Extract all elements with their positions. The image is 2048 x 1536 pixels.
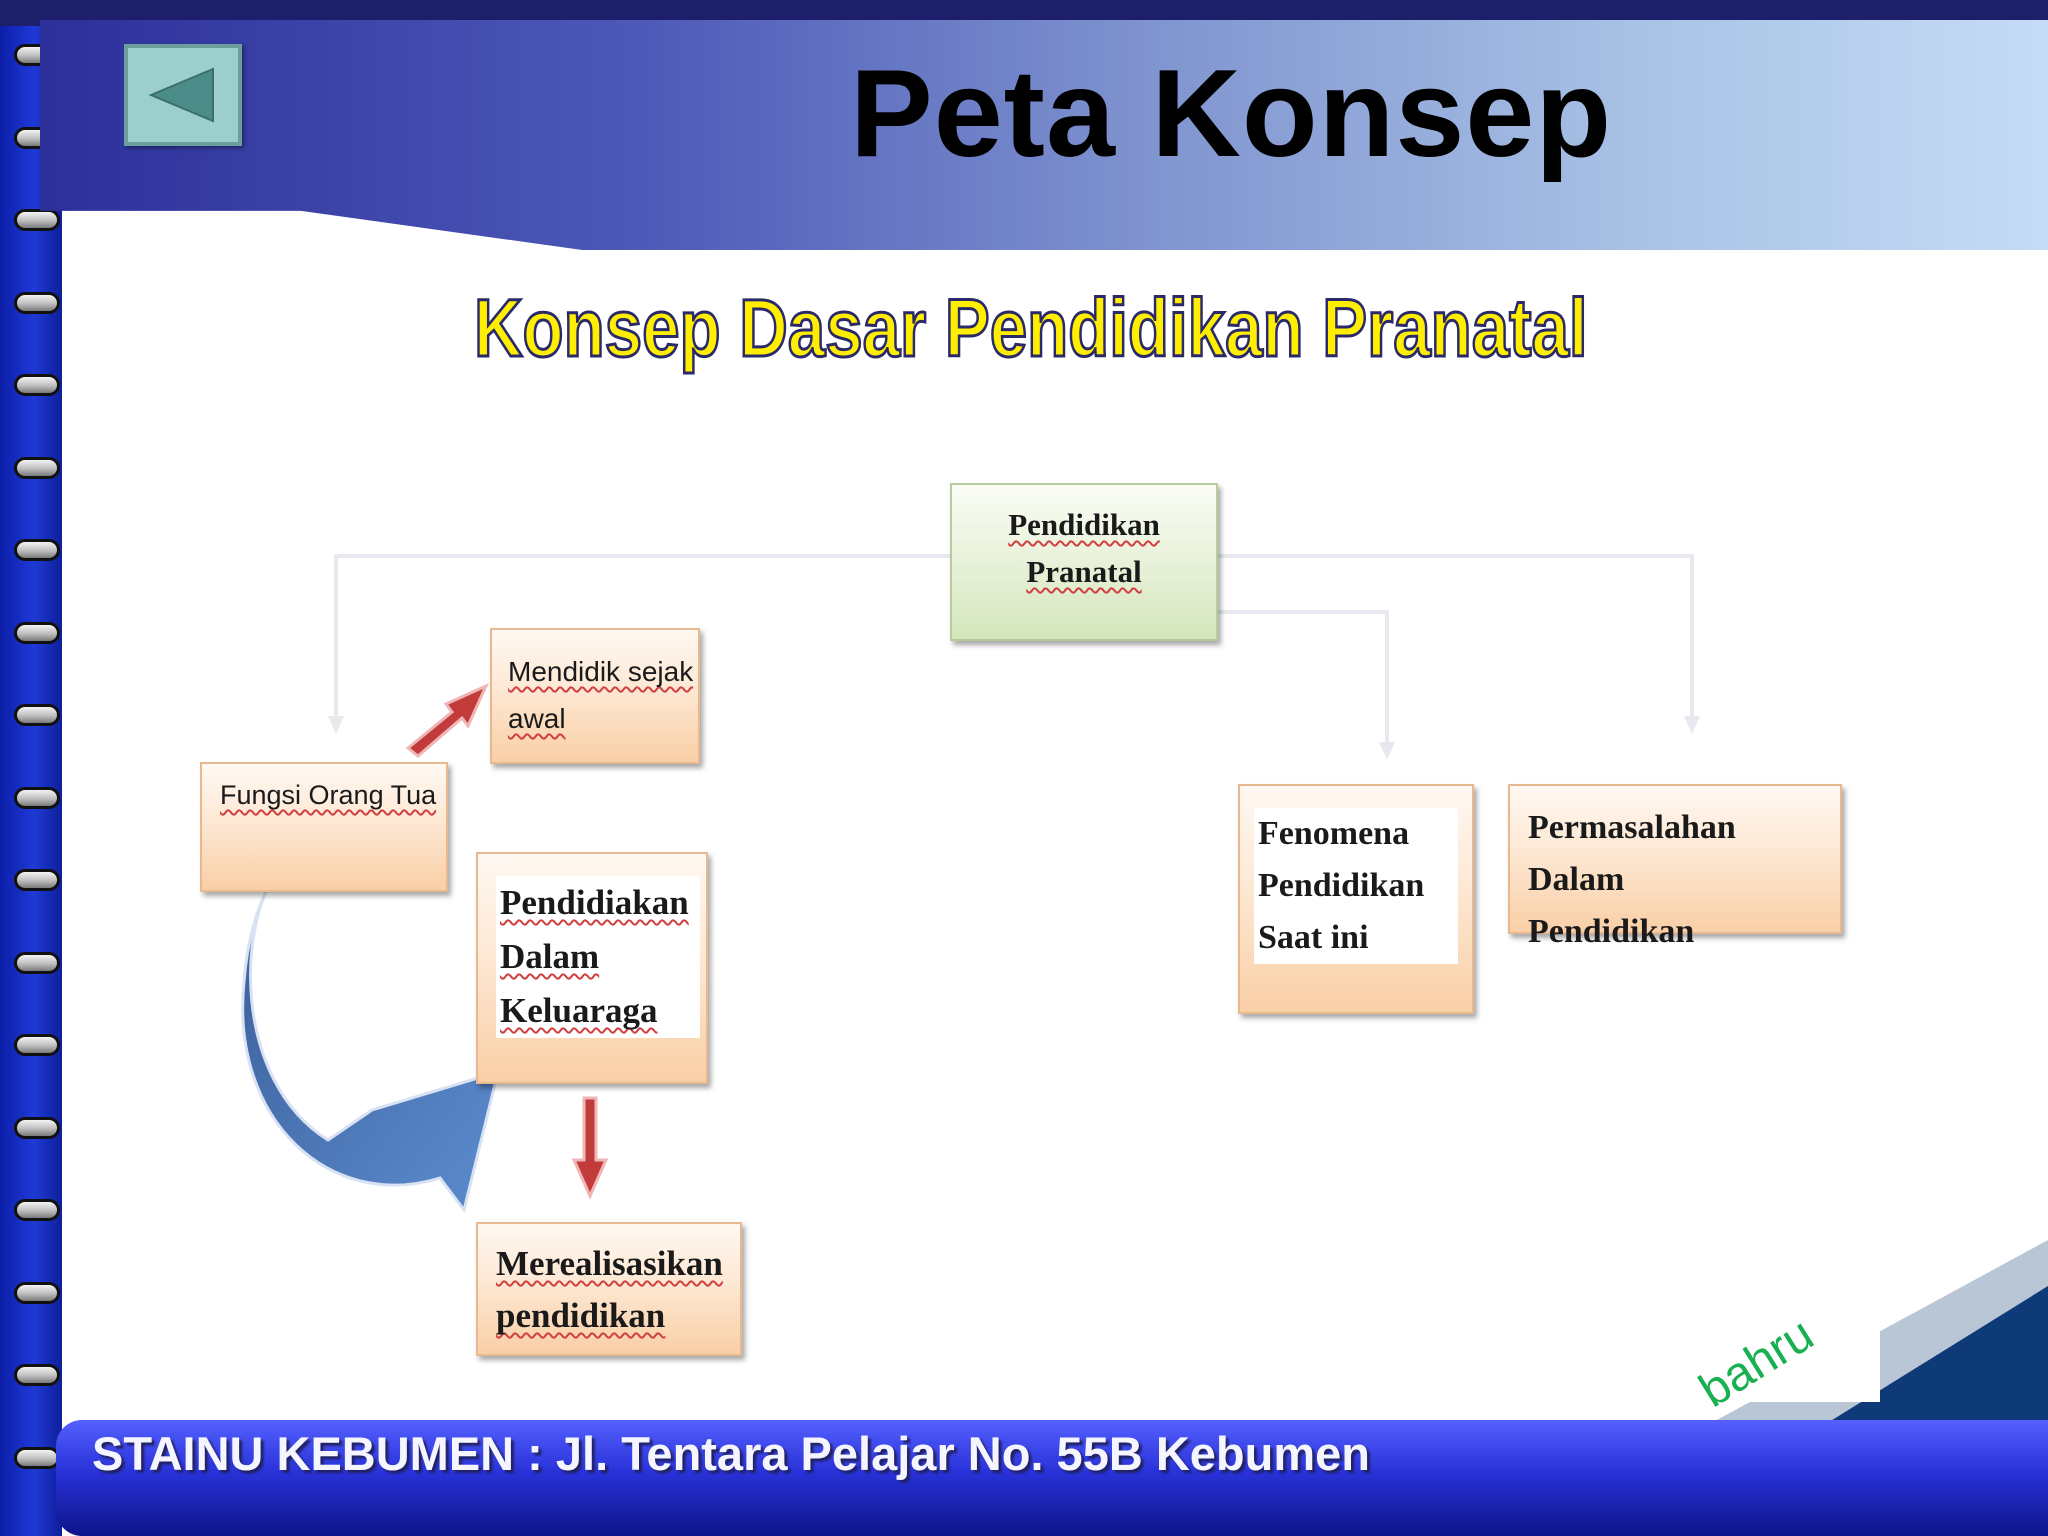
- header-banner: [40, 20, 2048, 250]
- connector-lines: [334, 554, 1694, 752]
- back-button[interactable]: [124, 44, 242, 146]
- binding-ring: [14, 374, 60, 396]
- binding-ring: [14, 456, 60, 479]
- left-triangle-icon: [148, 67, 214, 123]
- node-fenomena-pendidikan: Fenomena Pendidikan Saat ini: [1238, 784, 1474, 1014]
- binding-ring: [14, 1034, 60, 1056]
- node-label-line: Dalam: [500, 937, 600, 976]
- node-label-line: Pranatal: [1026, 554, 1142, 589]
- corner-decoration: [1620, 1240, 2048, 1440]
- binding-ring: [14, 1281, 60, 1304]
- connector-root-to-fenomena: [1218, 610, 1389, 752]
- red-arrow-up-right: [405, 683, 489, 758]
- node-pendidikan-pranatal: Pendidikan Pranatal: [950, 483, 1218, 641]
- node-label: Fungsi Orang Tua: [220, 780, 437, 810]
- node-label-line: awal: [508, 703, 566, 734]
- node-label-line: Merealisasikan: [496, 1244, 723, 1283]
- binding-ring: [14, 621, 60, 644]
- diagram-subtitle: Konsep Dasar Pendidikan Pranatal: [473, 283, 1589, 374]
- connector-arrowheads: [328, 716, 1700, 760]
- binding-ring: [14, 209, 60, 231]
- red-arrow-down: [571, 1096, 609, 1200]
- binding-ring: [14, 869, 60, 891]
- node-label-line: pendidikan: [496, 1296, 666, 1335]
- node-label-line: Pendidikan: [1528, 913, 1695, 950]
- node-label-line: Permasalahan Dalam: [1528, 809, 1736, 898]
- node-label-line: Mendidik sejak: [508, 656, 694, 687]
- node-mendidik-sejak-awal: Mendidik sejak awal: [490, 628, 700, 764]
- binding-ring: [14, 704, 60, 726]
- binding-ring: [14, 951, 60, 974]
- connector-root-to-fungsi: [334, 554, 950, 728]
- node-label-line: Pendidiakan: [500, 883, 689, 922]
- footer-bar: [56, 1420, 2048, 1536]
- blue-curved-arrow: [241, 863, 501, 1214]
- binding-ring: [14, 1364, 60, 1386]
- node-label-line: Pendidikan: [1258, 867, 1425, 904]
- node-permasalahan-pendidikan: Permasalahan Dalam Pendidikan: [1508, 784, 1842, 950]
- node-label-line: Pendidikan: [1008, 507, 1160, 542]
- binding-ring: [14, 786, 60, 809]
- spiral-binding: [0, 0, 62, 1536]
- node-label-line: Saat ini: [1258, 919, 1369, 956]
- binding-ring: [14, 539, 60, 561]
- footer-address: STAINU KEBUMEN : Jl. Tentara Pelajar No.…: [92, 1427, 1370, 1480]
- node-merealisasikan-pendidikan: Merealisasikan pendidikan: [476, 1222, 742, 1356]
- connector-root-to-permasalahan: [1218, 554, 1694, 728]
- node-label-line: Fenomena: [1258, 815, 1410, 852]
- binding-ring: [14, 291, 60, 314]
- node-label-line: Keluaraga: [500, 991, 658, 1030]
- binding-ring: [14, 1116, 60, 1139]
- page-title: Peta Konsep: [850, 45, 1613, 183]
- node-pendidikan-dalam-keluarga: Pendidiakan Dalam Keluaraga: [476, 852, 708, 1084]
- binding-ring: [14, 1199, 60, 1221]
- node-fungsi-orang-tua: Fungsi Orang Tua: [200, 762, 448, 892]
